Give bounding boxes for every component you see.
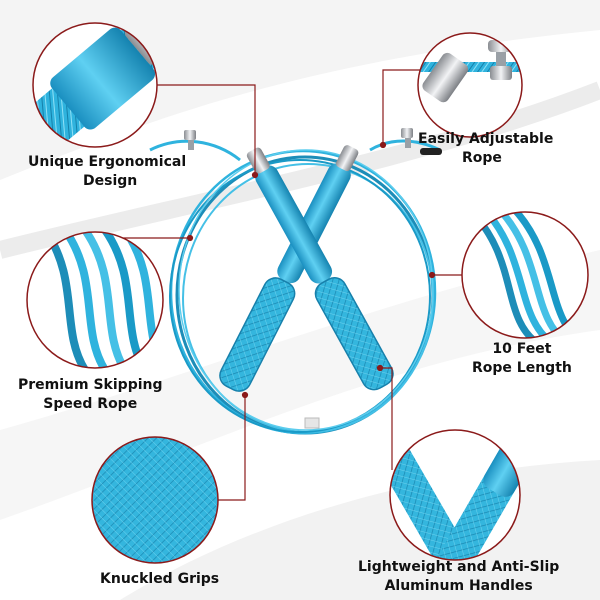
feature-label-grips: Knuckled Grips [100, 570, 219, 589]
feature-line: Unique Ergonomical [28, 154, 187, 170]
detail-premium-rope [26, 231, 164, 369]
feature-line: Aluminum Handles [384, 578, 533, 594]
detail-knuckled-grips [91, 436, 219, 564]
feature-line: 10 Feet [492, 341, 552, 357]
detail-adjustable-rope [417, 32, 523, 138]
left-handle [219, 145, 359, 392]
callout-lines [87, 69, 463, 501]
feature-label-premium: Premium Skipping Speed Rope [18, 376, 163, 414]
feature-line: Design [83, 173, 138, 189]
feature-label-ergonomic: Unique Ergonomical Design [28, 153, 186, 191]
detail-aluminum-handles [389, 429, 521, 561]
feature-label-length: 10 Feet Rope Length [472, 340, 572, 378]
rope-coil [149, 139, 441, 435]
feature-line: Lightweight and Anti-Slip [358, 559, 560, 575]
detail-ergonomic-design [32, 22, 158, 148]
adjuster-screws [184, 128, 442, 155]
feature-line: Speed Rope [43, 396, 138, 412]
feature-label-adjustable: Easily Adjustable Rope [418, 130, 553, 168]
feature-line: Rope [462, 150, 502, 166]
feature-line: Rope Length [472, 360, 572, 376]
feature-label-handles: Lightweight and Anti-Slip Aluminum Handl… [358, 558, 559, 596]
feature-line: Premium Skipping [18, 377, 163, 393]
right-handle [246, 147, 394, 391]
feature-line: Knuckled Grips [100, 571, 220, 587]
feature-line: Easily Adjustable [418, 131, 554, 147]
